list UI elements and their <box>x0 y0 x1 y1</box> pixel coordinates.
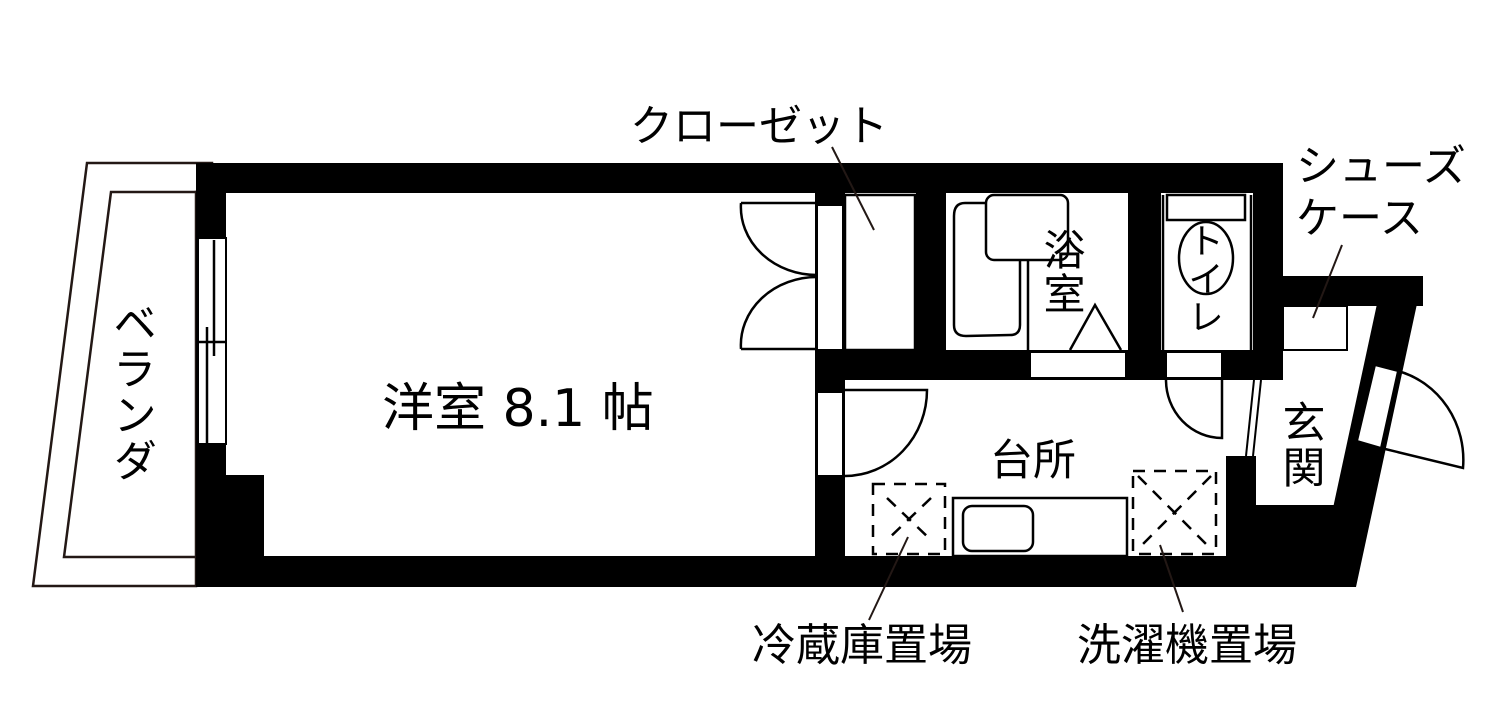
leader-lines <box>831 146 1343 621</box>
room-label-shoe-case-line2: ケース <box>1296 194 1423 244</box>
kitchen-counter <box>951 496 1129 558</box>
toilet-door-swing <box>1164 379 1224 440</box>
room-label-shoe-case-line1: シューズ <box>1296 142 1466 192</box>
room-label-toilet: トイレ <box>1182 222 1223 336</box>
annotation-washer-space: 洗濯機置場 <box>1077 620 1297 671</box>
room-label-entrance: 玄関 <box>1275 400 1325 490</box>
entrance-partition <box>1245 379 1262 457</box>
toilet-fixture <box>1161 193 1253 350</box>
kitchen-door-swing <box>844 388 929 478</box>
annotation-fridge-space: 冷蔵庫置場 <box>752 620 972 671</box>
room-label-western-room: 洋室 8.1 帖 <box>382 379 654 439</box>
room-label-closet: クローゼット <box>630 102 888 152</box>
walls <box>196 163 1423 587</box>
washer-space <box>1131 469 1218 556</box>
entrance-door-swing <box>1380 369 1465 470</box>
room-label-balcony: ベランダ <box>105 300 156 484</box>
fridge-space <box>871 482 947 556</box>
closet-door-swings <box>739 193 917 352</box>
room-label-bathroom: 浴室 <box>1037 228 1086 316</box>
bathtub <box>952 193 1123 351</box>
room-label-kitchen: 台所 <box>990 436 1076 486</box>
window-sashes <box>198 240 226 444</box>
